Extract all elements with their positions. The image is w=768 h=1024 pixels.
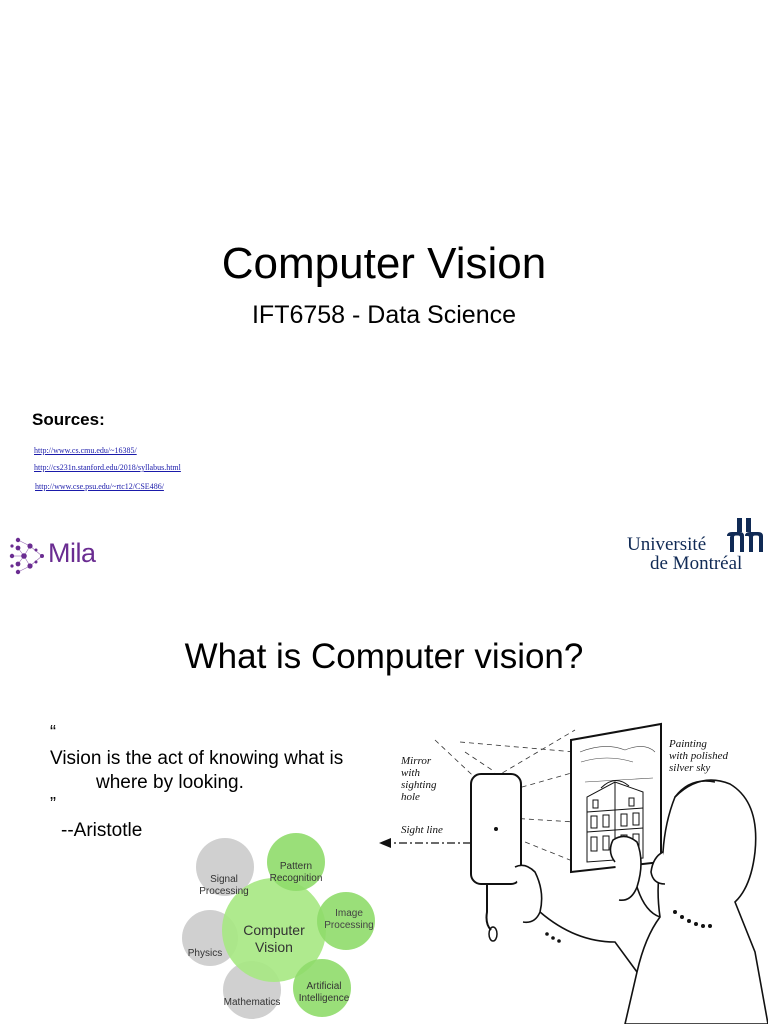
signal-label-1: Signal bbox=[210, 874, 238, 885]
sources-label: Sources: bbox=[32, 410, 105, 429]
mila-network-icon bbox=[9, 537, 44, 575]
slide-title: Computer Vision bbox=[221, 239, 547, 288]
quote-author: --Aristotle bbox=[61, 820, 143, 841]
udem-name-line1: Université bbox=[627, 534, 707, 555]
ai-label-1: Artificial bbox=[306, 981, 341, 992]
image-label-1: Image bbox=[335, 908, 363, 919]
ai-label-2: Intelligence bbox=[299, 993, 350, 1004]
center-label-1: Computer bbox=[243, 922, 305, 938]
mirror-label-2: with bbox=[401, 767, 420, 779]
person-figure bbox=[514, 779, 768, 1024]
sight-line-arrow-icon bbox=[379, 838, 391, 848]
pattern-label-1: Pattern bbox=[280, 861, 312, 872]
image-label-2: Processing bbox=[324, 920, 373, 931]
slide-title: What is Computer vision? bbox=[184, 637, 584, 676]
necklace-beads bbox=[545, 910, 712, 943]
image-processing-bubble bbox=[317, 892, 375, 950]
source-link-cmu[interactable]: http://www.cs.cmu.edu/~16385/ bbox=[34, 446, 137, 455]
quote-open-mark: “ bbox=[50, 722, 56, 742]
mila-wordmark: Mila bbox=[48, 538, 96, 568]
slide-subtitle: IFT6758 - Data Science bbox=[251, 301, 516, 329]
painting-label-3: silver sky bbox=[669, 762, 710, 774]
sight-line-label: Sight line bbox=[401, 824, 443, 836]
quote-close-mark: ” bbox=[50, 794, 56, 814]
content-slide: What is Computer vision? “ Vision is the… bbox=[0, 512, 768, 1024]
signal-processing-bubble bbox=[196, 838, 254, 896]
title-slide: Computer Vision IFT6758 - Data Science S… bbox=[32, 239, 547, 491]
udem-logo: Université de Montréal bbox=[620, 516, 768, 576]
related-fields-diagram: Computer Vision Pattern Recognition Imag… bbox=[182, 833, 375, 1019]
artificial-intelligence-bubble bbox=[293, 959, 351, 1017]
signal-label-2: Processing bbox=[199, 886, 248, 897]
quote-text-line1: Vision is the act of knowing what is bbox=[50, 748, 344, 769]
physics-label: Physics bbox=[188, 948, 222, 959]
quote-text-line2: where by looking. bbox=[96, 772, 244, 793]
source-link-psu[interactable]: http://www.cse.psu.edu/~rtc12/CSE486/ bbox=[35, 482, 164, 491]
source-link-stanford[interactable]: http://cs231n.stanford.edu/2018/syllabus… bbox=[34, 463, 181, 472]
pattern-recognition-bubble bbox=[267, 833, 325, 891]
painting-label-2: with polished bbox=[669, 750, 728, 762]
computer-vision-bubble bbox=[222, 878, 326, 982]
udem-emblem-icon bbox=[727, 518, 763, 552]
mila-logo: Mila bbox=[8, 536, 108, 576]
udem-name-line2: de Montréal bbox=[650, 553, 743, 574]
mathematics-label: Mathematics bbox=[224, 997, 281, 1008]
mirror-label-3: sighting bbox=[401, 779, 437, 791]
sighting-hole bbox=[494, 827, 498, 831]
perspective-experiment-illustration: Mirror with sighting hole Sight line Pai… bbox=[379, 722, 768, 1024]
pattern-label-2: Recognition bbox=[270, 873, 323, 884]
mirror-label-4: hole bbox=[401, 791, 420, 803]
center-label-2: Vision bbox=[255, 939, 293, 955]
mirror-label-1: Mirror bbox=[400, 755, 432, 767]
painting-label-1: Painting bbox=[668, 738, 707, 750]
